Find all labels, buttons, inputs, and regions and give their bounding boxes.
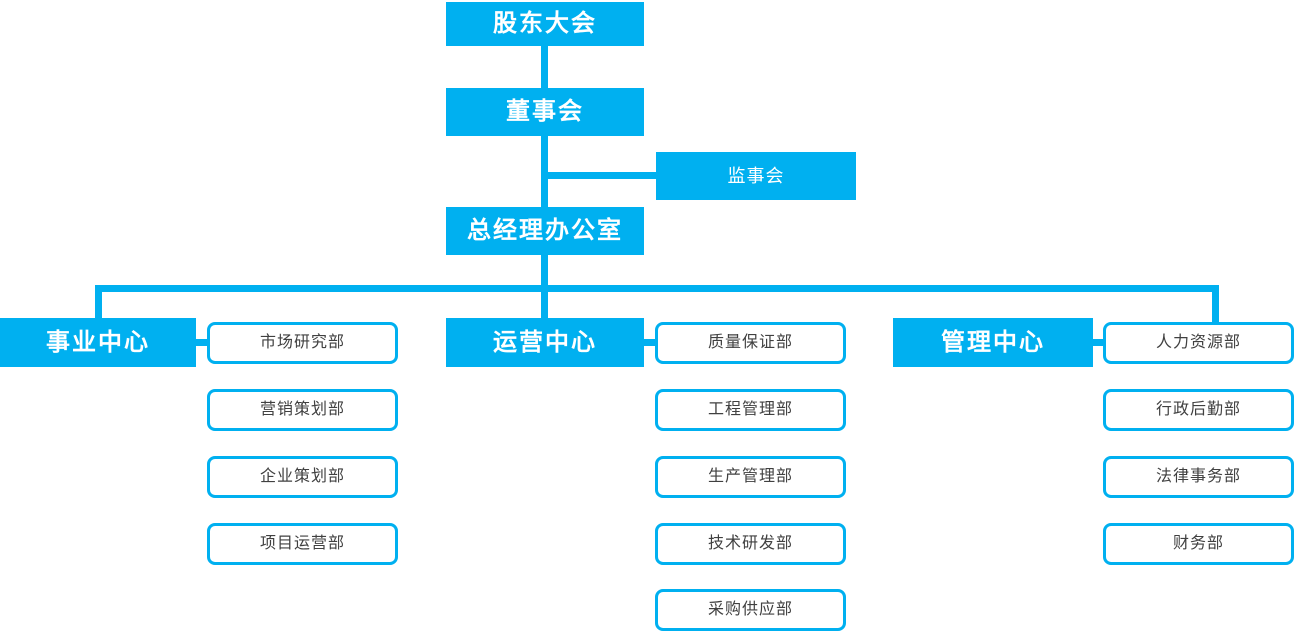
dept-production-management: 生产管理部: [655, 456, 846, 498]
dept-engineering-management: 工程管理部: [655, 389, 846, 431]
dept-legal-affairs: 法律事务部: [1103, 456, 1294, 498]
connector-distribution-rail: [95, 285, 1219, 292]
connector-board-gm-office: [541, 135, 548, 208]
dept-quality-assurance: 质量保证部: [655, 322, 846, 364]
dept-market-research: 市场研究部: [207, 322, 398, 364]
dept-procurement-supply: 采购供应部: [655, 589, 846, 631]
dept-human-resources: 人力资源部: [1103, 322, 1294, 364]
connector-business-depts: [194, 339, 209, 346]
node-gm-office: 总经理办公室: [446, 207, 644, 255]
dept-corporate-planning: 企业策划部: [207, 456, 398, 498]
dept-project-operations: 项目运营部: [207, 523, 398, 565]
node-supervisory-board: 监事会: [656, 152, 856, 200]
connector-rail-hr-dept: [1212, 288, 1219, 324]
node-shareholders-meeting: 股东大会: [446, 2, 644, 46]
connector-board-supervisory: [545, 172, 657, 179]
node-management-center: 管理中心: [893, 318, 1093, 367]
node-operations-center: 运营中心: [446, 318, 644, 367]
node-board-of-directors: 董事会: [446, 88, 644, 136]
dept-admin-logistics: 行政后勤部: [1103, 389, 1294, 431]
dept-finance: 财务部: [1103, 523, 1294, 565]
dept-marketing-planning: 营销策划部: [207, 389, 398, 431]
node-business-center: 事业中心: [0, 318, 196, 367]
connector-management-depts: [1091, 339, 1105, 346]
connector-rail-business-center: [95, 288, 102, 321]
dept-tech-rnd: 技术研发部: [655, 523, 846, 565]
connector-operations-depts: [642, 339, 657, 346]
connector-shareholders-board: [541, 45, 548, 89]
